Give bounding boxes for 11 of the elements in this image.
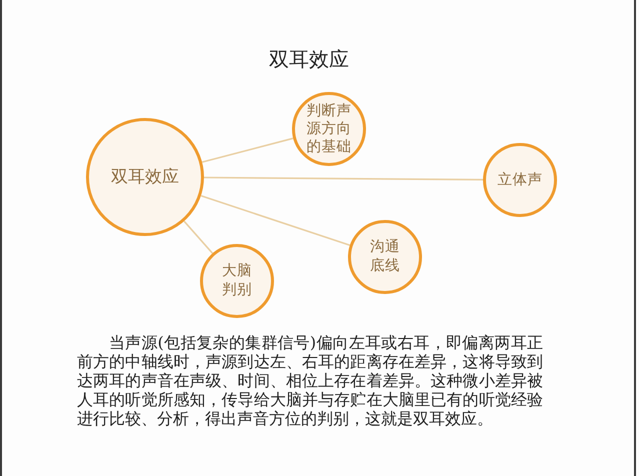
description-paragraph: 当声源(包括复杂的集群信号)偏向左耳或右耳，即偏离两耳正前方的中轴线时，声源到达左、右耳的距离存在差异，这将导致到达两耳的声音在声级、时间、相位上存在着差异。这种微小差异被人耳的听觉所感知，传导给大脑并与存贮在大脑里已有的听觉经验进行比较、分析，得出声音方位的判别，这就是双耳效应。 [77,333,543,428]
connector-line [184,220,214,254]
node-label: 判断声源方向的基础 [306,102,352,156]
node-label: 双耳效应 [110,166,180,188]
connector-line [204,176,483,180]
title: 双耳效应 [268,46,350,72]
node-label: 沟通底线 [369,238,401,276]
node-label: 大脑判别 [221,262,253,300]
connector-line [200,194,350,246]
node-label: 立体声 [496,171,544,189]
connector-line [202,138,294,163]
